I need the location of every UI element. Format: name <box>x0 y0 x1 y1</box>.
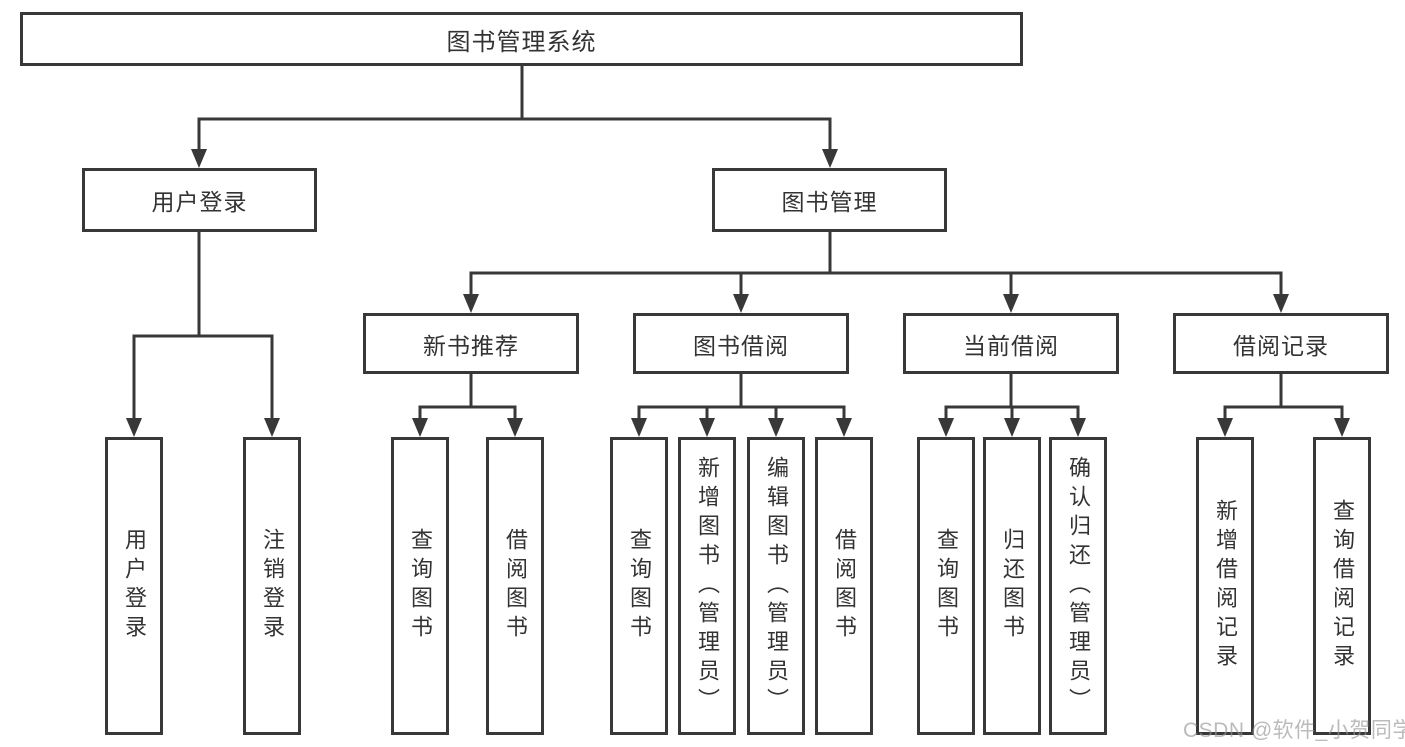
leaf-label: 查询图书 <box>408 528 433 644</box>
arrow-icon <box>463 294 479 313</box>
connector-root-to-level2 <box>197 64 832 154</box>
node-book-borrowing: 图书借阅 <box>633 313 849 374</box>
arrow-icon <box>1003 294 1019 313</box>
arrow-icon <box>1217 418 1233 437</box>
arrow-icon <box>938 418 954 437</box>
arrow-icon <box>836 418 852 437</box>
node-new-book-recommend: 新书推荐 <box>363 313 579 374</box>
connector-records-to-leaves <box>1223 372 1344 423</box>
node-book-management: 图书管理 <box>712 168 947 232</box>
node-library-system: 图书管理系统 <box>20 12 1023 66</box>
arrow-icon <box>699 418 715 437</box>
node-user-login: 用户登录 <box>82 168 317 232</box>
arrow-icon <box>126 418 142 437</box>
leaf-borrow-book: 借阅图书 <box>486 437 544 735</box>
leaf-query-book: 查询图书 <box>391 437 449 735</box>
arrow-icon <box>768 418 784 437</box>
connector-bookmgmt-to-level3 <box>469 230 1283 299</box>
leaf-label: 确认归还（管理员） <box>1066 455 1091 717</box>
leaf-edit-book-admin: 编辑图书（管理员） <box>747 437 805 735</box>
arrow-icon <box>264 418 280 437</box>
connector-userlogin-to-leaves <box>132 230 274 423</box>
connector-current-to-leaves <box>944 372 1080 423</box>
arrow-icon <box>191 149 207 168</box>
arrow-icon <box>412 418 428 437</box>
leaf-label: 归还图书 <box>1000 528 1025 644</box>
leaf-label: 查询图书 <box>627 528 652 644</box>
connector-borrowing-to-leaves <box>637 372 846 423</box>
leaf-logout: 注销登录 <box>243 437 301 735</box>
leaf-confirm-return-admin: 确认归还（管理员） <box>1049 437 1107 735</box>
leaf-label: 新增图书（管理员） <box>695 455 720 717</box>
leaf-label: 编辑图书（管理员） <box>764 455 789 717</box>
leaf-label: 查询借阅记录 <box>1330 499 1355 673</box>
arrow-icon <box>822 149 838 168</box>
leaf-return-book: 归还图书 <box>983 437 1041 735</box>
leaf-add-book-admin: 新增图书（管理员） <box>678 437 736 735</box>
leaf-label: 注销登录 <box>260 528 285 644</box>
leaf-query-book: 查询图书 <box>610 437 668 735</box>
arrow-icon <box>1273 294 1289 313</box>
node-current-borrowing: 当前借阅 <box>903 313 1119 374</box>
arrow-icon <box>733 294 749 313</box>
csdn-watermark: CSDN @软件_小贺同学 <box>1183 719 1405 742</box>
arrow-icon <box>631 418 647 437</box>
leaf-label: 用户登录 <box>122 528 147 644</box>
arrow-icon <box>507 418 523 437</box>
leaf-query-borrow-record: 查询借阅记录 <box>1313 437 1371 735</box>
leaf-add-borrow-record: 新增借阅记录 <box>1196 437 1254 735</box>
leaf-label: 借阅图书 <box>832 528 857 644</box>
leaf-query-book: 查询图书 <box>917 437 975 735</box>
leaf-borrow-book: 借阅图书 <box>815 437 873 735</box>
leaf-label: 查询图书 <box>934 528 959 644</box>
arrow-icon <box>1070 418 1086 437</box>
connector-newbooks-to-leaves <box>418 372 517 423</box>
arrow-icon <box>1004 418 1020 437</box>
arrow-icon <box>1334 418 1350 437</box>
leaf-user-login: 用户登录 <box>105 437 163 735</box>
node-borrowing-records: 借阅记录 <box>1173 313 1389 374</box>
leaf-label: 新增借阅记录 <box>1213 499 1238 673</box>
leaf-label: 借阅图书 <box>503 528 528 644</box>
